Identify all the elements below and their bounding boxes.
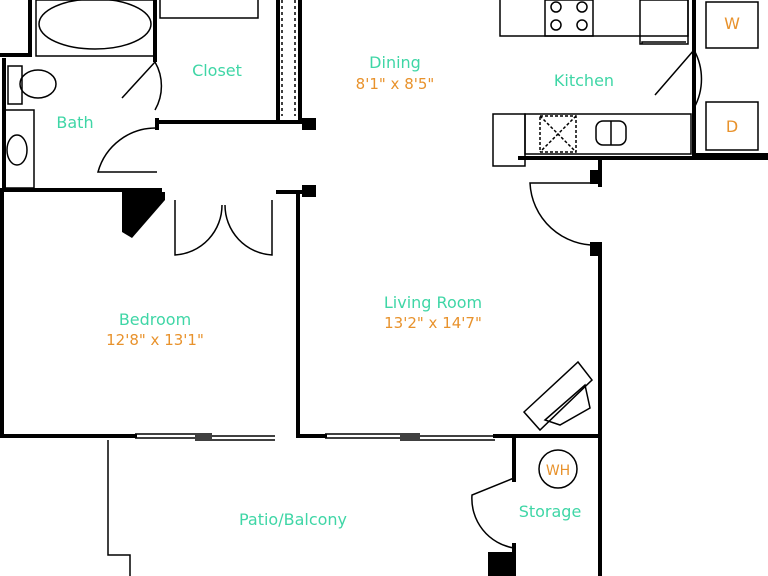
sink <box>3 109 35 189</box>
dryer: D <box>705 101 759 151</box>
storage-label: Storage <box>519 502 582 521</box>
room-labels: Dining 8'1" x 8'5" Kitchen Closet Bath B… <box>56 53 614 529</box>
bathtub <box>35 0 155 57</box>
patio-label: Patio/Balcony <box>239 510 347 529</box>
kitchen-label: Kitchen <box>554 71 614 90</box>
patio-outline <box>107 440 131 576</box>
kitchen-counter <box>492 0 692 167</box>
wall-blocks <box>122 118 602 576</box>
living-room-dims: 13'2" x 14'7" <box>384 314 482 332</box>
sliding-doors <box>135 433 495 441</box>
closet-shelf <box>159 0 296 116</box>
doors <box>97 49 703 549</box>
bedroom-label: Bedroom <box>119 310 191 329</box>
living-room-label: Living Room <box>384 293 482 312</box>
dining-dims: 8'1" x 8'5" <box>356 75 435 93</box>
bedroom-dims: 12'8" x 13'1" <box>106 331 204 349</box>
dryer-label: D <box>726 117 738 136</box>
washer: W <box>705 1 759 49</box>
closet-label: Closet <box>192 61 242 80</box>
washer-label: W <box>724 14 740 33</box>
dining-label: Dining <box>369 53 421 72</box>
water-heater: WH <box>538 449 578 489</box>
bath-label: Bath <box>56 113 93 132</box>
water-heater-label: WH <box>546 463 570 479</box>
toilet <box>7 65 57 105</box>
fireplace <box>522 360 594 432</box>
